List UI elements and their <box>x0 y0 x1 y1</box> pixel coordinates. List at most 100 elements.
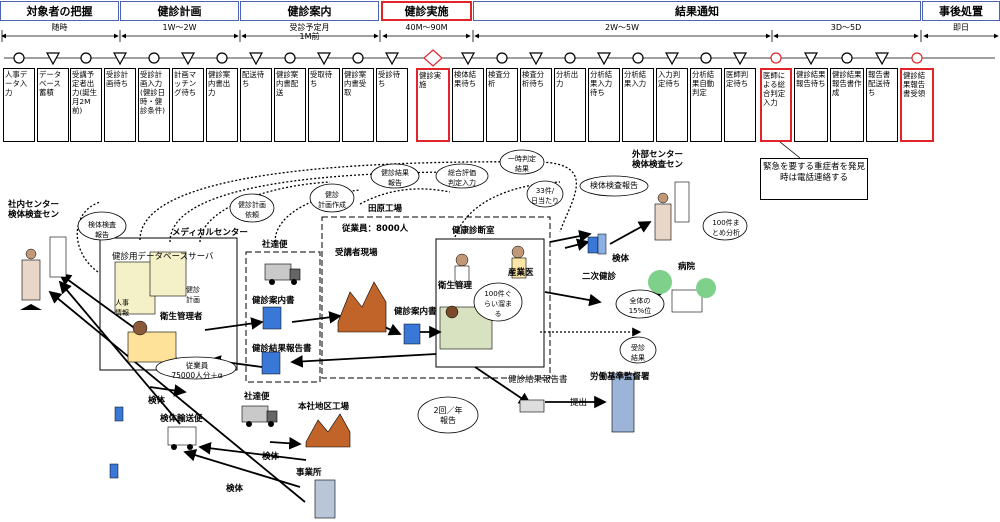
phase-label: 健診実施 <box>404 5 449 18</box>
process-step: 医師判定待ち <box>724 68 756 142</box>
bubble-exam-result: 受診 結果 <box>631 344 645 362</box>
ambulance-icon <box>167 426 197 450</box>
bubble-100-pile: 100件ぐ らい溜ま る <box>484 290 512 318</box>
step-circle-symbol <box>911 52 923 64</box>
specimen-label-3: 検体 <box>262 452 280 462</box>
process-step: 受講予定者出力(誕生月2M前) <box>70 68 102 142</box>
phase-exam: 健診実施 <box>381 1 472 21</box>
db-server-label: 健診用データベースサーバ <box>112 252 214 262</box>
process-step: 受取待ち <box>308 68 340 142</box>
doctor-icon <box>445 245 527 319</box>
process-step: 入力判定待ち <box>656 68 688 142</box>
bubble-33-per-day: 33件/ 日当たり <box>531 187 559 205</box>
callout-pointer <box>779 142 801 159</box>
phase-plan: 健診計画 <box>120 1 239 21</box>
specimen-label: 検体 <box>612 254 630 264</box>
phase-label: 健診案内 <box>287 5 332 18</box>
clinic-label: 健康診断室 <box>452 226 495 236</box>
hospital-label: 病院 <box>678 262 696 272</box>
duration-target: 随時 <box>51 23 68 32</box>
duration-after: 即日 <box>953 23 969 32</box>
bubble-plan-create: 健診 計画作成 <box>318 191 346 209</box>
specimen-label-2: 検体 <box>148 396 166 406</box>
phase-after: 事後処置 <box>922 1 1000 21</box>
process-step: 健診結果報告書作成 <box>830 68 864 142</box>
duration-plan: 1W～2W <box>162 23 197 32</box>
phase-label: 事後処置 <box>939 5 983 18</box>
process-step: 健診結果報告書受領 <box>900 68 934 142</box>
process-step: 計画マッチング待ち <box>172 68 204 142</box>
process-step: 受診待ち <box>376 68 408 142</box>
truck-icon <box>264 263 301 285</box>
clinic-box <box>435 238 545 368</box>
phase-label: 対象者の把握 <box>26 5 93 18</box>
step-circle-symbol <box>700 52 712 64</box>
step-triangle-symbol <box>384 52 400 66</box>
bubble-twice-yearly: 2回／年 報告 <box>433 406 463 425</box>
document-icon <box>261 306 421 375</box>
external-center-icon <box>654 181 690 241</box>
process-step: 健診結果報告待ち <box>794 68 828 142</box>
step-triangle-symbol <box>460 52 476 66</box>
process-step: 健診案内書受取 <box>342 68 374 142</box>
bubble-temp-result: 一時判定 結果 <box>508 155 536 173</box>
office-building-icon <box>314 479 336 519</box>
tahara-label: 田原工場 <box>368 204 403 214</box>
notice2-label: 健診案内書 <box>394 307 437 317</box>
step-circle-symbol <box>496 52 508 64</box>
bubble-result-report: 健診結果 報告 <box>381 169 409 187</box>
courier-label: 社達便 <box>262 240 288 250</box>
process-step: 検体結果待ち <box>452 68 484 142</box>
process-step: 人事データ入力 <box>3 68 35 142</box>
hygiene-manager-label: 衛生管理者 <box>160 312 203 322</box>
step-diamond-symbol <box>423 49 443 67</box>
duration-result-b: 3D～5D <box>830 23 862 32</box>
step-triangle-symbol <box>45 52 61 66</box>
specimen-icon <box>109 233 607 479</box>
step-triangle-symbol <box>528 52 544 66</box>
specimen-label-4: 検体 <box>226 484 244 494</box>
results-doc2-label: 健診結果報告書 <box>508 375 568 385</box>
process-step: 分析結果入力待ち <box>588 68 620 142</box>
callout-text: 緊急を要する重症者を発見時は電話連絡する <box>762 162 865 183</box>
step-circle-symbol <box>148 52 160 64</box>
step-circle-symbol <box>216 52 228 64</box>
hospital-icon <box>648 270 716 313</box>
courier2-label: 社達便 <box>244 392 270 402</box>
process-step: 報告書配送待ち <box>866 68 898 142</box>
process-step: 受診計画入力(健診日時・健診条件) <box>138 68 170 142</box>
health-plan-label: 健診 計画 <box>186 286 200 304</box>
external-center-label: 外部センター 検体検査セン <box>632 150 684 170</box>
bubble-specimen-report: 検体検査 報告 <box>88 221 116 239</box>
bubble-15-percent: 全体の 15%位 <box>628 297 652 315</box>
bubble-external-report: 検体検査報告 <box>590 181 638 190</box>
process-step: 分析出力 <box>554 68 586 142</box>
process-step: 健診案内書配送 <box>274 68 306 142</box>
secondary-exam-label: 二次健診 <box>582 272 617 282</box>
timeline <box>1 30 999 67</box>
process-step: 受診計画待ち <box>104 68 136 142</box>
duration-exam: 40M～90M <box>405 23 448 32</box>
hr-info-label: 人事 情報 <box>115 299 129 317</box>
step-triangle-symbol <box>803 52 819 66</box>
hygiene-manager2-label: 衛生管理 <box>438 281 473 291</box>
step-circle-symbol <box>632 52 644 64</box>
step-circle-symbol <box>284 52 296 64</box>
results-doc-label: 健診結果報告書 <box>252 344 312 354</box>
labor-office-icon <box>611 373 635 433</box>
process-step: 配送待ち <box>240 68 272 142</box>
bubble-total-eval: 総合評価 判定入力 <box>448 169 476 187</box>
step-circle-symbol <box>841 52 853 64</box>
submit-label: 提出 <box>570 398 588 408</box>
emergency-callout: 緊急を要する重症者を発見時は電話連絡する <box>760 158 868 200</box>
internal-center-icon <box>20 236 67 310</box>
medical-center-label: メディカルセンター <box>172 228 248 238</box>
process-step: 分析結果入力 <box>622 68 654 142</box>
process-step: 分析結果自動判定 <box>690 68 722 142</box>
phase-label: 結果通知 <box>675 5 719 18</box>
phase-result: 結果通知 <box>473 1 921 21</box>
occupational-doctor-label: 産業医 <box>508 268 534 278</box>
bubble-100-analysis: 100件ま とめ分析 <box>712 219 740 237</box>
step-triangle-symbol <box>316 52 332 66</box>
internal-center-label: 社内センター 検体検査セン <box>8 200 60 220</box>
